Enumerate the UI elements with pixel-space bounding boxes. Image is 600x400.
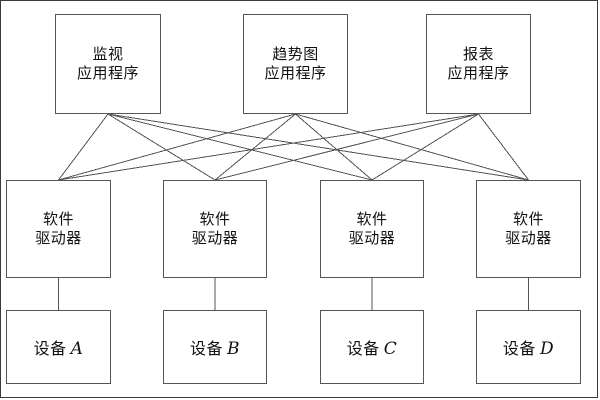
mesh-edge-1: [58, 113, 109, 181]
application-box-3-label: 报表 应用程序: [447, 44, 510, 82]
mesh-edge-12: [478, 113, 529, 181]
application-box-3[interactable]: 报表 应用程序: [426, 14, 531, 114]
mesh-edge-3: [107, 113, 373, 181]
application-box-1-label: 监视 应用程序: [76, 44, 139, 82]
mesh-edge-9: [58, 113, 479, 181]
application-box-2[interactable]: 趋势图 应用程序: [243, 14, 348, 114]
device-box-4-prefix: 设备: [502, 339, 536, 358]
mesh-edge-7: [295, 113, 373, 181]
application-box-2-label: 趋势图 应用程序: [264, 44, 327, 82]
application-box-1[interactable]: 监视 应用程序: [55, 14, 161, 114]
software-driver-box-2[interactable]: 软件 驱动器: [163, 180, 267, 278]
software-driver-box-4-label: 软件 驱动器: [505, 209, 552, 247]
mesh-edge-6: [214, 113, 296, 181]
mesh-edge-8: [295, 113, 529, 181]
software-driver-box-1-label: 软件 驱动器: [35, 209, 82, 247]
device-box-2-letter: B: [227, 339, 240, 359]
software-driver-box-3[interactable]: 软件 驱动器: [320, 180, 424, 278]
software-driver-box-2-label: 软件 驱动器: [191, 209, 239, 247]
mesh-edge-5: [58, 113, 296, 181]
mesh-edge-2: [107, 113, 216, 181]
mesh-edge-4: [107, 113, 529, 181]
device-box-3-letter: C: [383, 339, 398, 359]
device-box-1-prefix: 设备: [33, 339, 67, 358]
device-box-4-letter: D: [539, 339, 555, 359]
mesh-edge-10: [214, 113, 479, 181]
device-box-1-letter: A: [70, 339, 84, 359]
device-box-3-prefix: 设备: [346, 339, 380, 358]
software-driver-box-4[interactable]: 软件 驱动器: [476, 180, 581, 278]
software-driver-box-1[interactable]: 软件 驱动器: [6, 180, 111, 278]
mesh-edge-11: [371, 113, 479, 181]
software-driver-box-3-label: 软件 驱动器: [348, 209, 396, 247]
device-box-2-prefix: 设备: [189, 339, 223, 358]
